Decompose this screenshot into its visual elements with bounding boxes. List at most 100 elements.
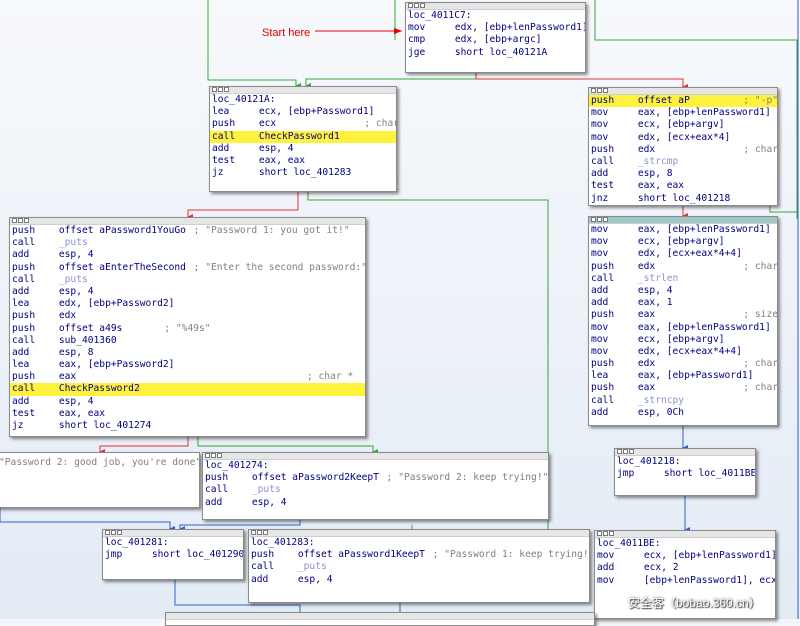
instruction-line[interactable]: call_puts — [10, 237, 365, 249]
instruction-line[interactable]: call_puts — [10, 274, 365, 286]
block-rename-icon[interactable] — [597, 217, 602, 222]
block-color-icon[interactable] — [251, 530, 256, 535]
block-rename-icon[interactable] — [603, 531, 608, 536]
block-group-icon[interactable] — [629, 449, 634, 454]
code-block-partial-bottom[interactable] — [165, 612, 595, 626]
block-rename-icon[interactable] — [414, 3, 419, 8]
block-header[interactable] — [249, 530, 589, 537]
block-group-icon[interactable] — [603, 88, 608, 93]
block-group-icon[interactable] — [24, 218, 29, 223]
instruction-line[interactable]: call_puts — [203, 484, 548, 496]
block-rename-icon[interactable] — [257, 530, 262, 535]
block-color-icon[interactable] — [591, 88, 596, 93]
block-color-icon[interactable] — [408, 3, 413, 8]
block-header[interactable] — [589, 88, 777, 95]
block-header[interactable] — [203, 453, 548, 460]
block-color-icon[interactable] — [105, 530, 110, 535]
block-header[interactable] — [595, 531, 775, 538]
code-block-password2-done[interactable]: "Password 2: good job, you're done" — [0, 452, 200, 508]
block-header[interactable] — [103, 530, 243, 537]
block-label[interactable]: loc_401218: — [615, 456, 755, 468]
block-rename-icon[interactable] — [597, 88, 602, 93]
block-label[interactable]: loc_401274: — [203, 460, 548, 472]
block-rename-icon[interactable] — [211, 453, 216, 458]
block-group-icon[interactable] — [609, 531, 614, 536]
block-color-icon[interactable] — [205, 453, 210, 458]
instruction-line[interactable]: call_puts — [249, 561, 589, 573]
block-color-icon[interactable] — [212, 87, 217, 92]
block-rename-icon[interactable] — [623, 449, 628, 454]
block-label[interactable]: loc_4011BE: — [595, 538, 775, 550]
block-header[interactable] — [210, 87, 396, 94]
block-header[interactable] — [615, 449, 755, 456]
block-rename-icon[interactable] — [18, 218, 23, 223]
block-rename-icon[interactable] — [111, 530, 116, 535]
block-group-icon[interactable] — [420, 3, 425, 8]
block-label[interactable]: loc_401281: — [103, 537, 243, 549]
block-rename-icon[interactable] — [218, 87, 223, 92]
instruction-line[interactable]: call_strlen — [589, 273, 777, 285]
block-color-icon[interactable] — [591, 217, 596, 222]
block-header[interactable] — [10, 218, 365, 225]
instruction-line[interactable]: "Password 2: good job, you're done" — [0, 457, 199, 469]
block-label[interactable]: loc_4011C7: — [406, 10, 585, 22]
instruction-line[interactable]: call_strcmp — [589, 156, 777, 168]
block-color-icon[interactable] — [12, 218, 17, 223]
block-header[interactable] — [406, 3, 585, 10]
block-group-icon[interactable] — [263, 530, 268, 535]
